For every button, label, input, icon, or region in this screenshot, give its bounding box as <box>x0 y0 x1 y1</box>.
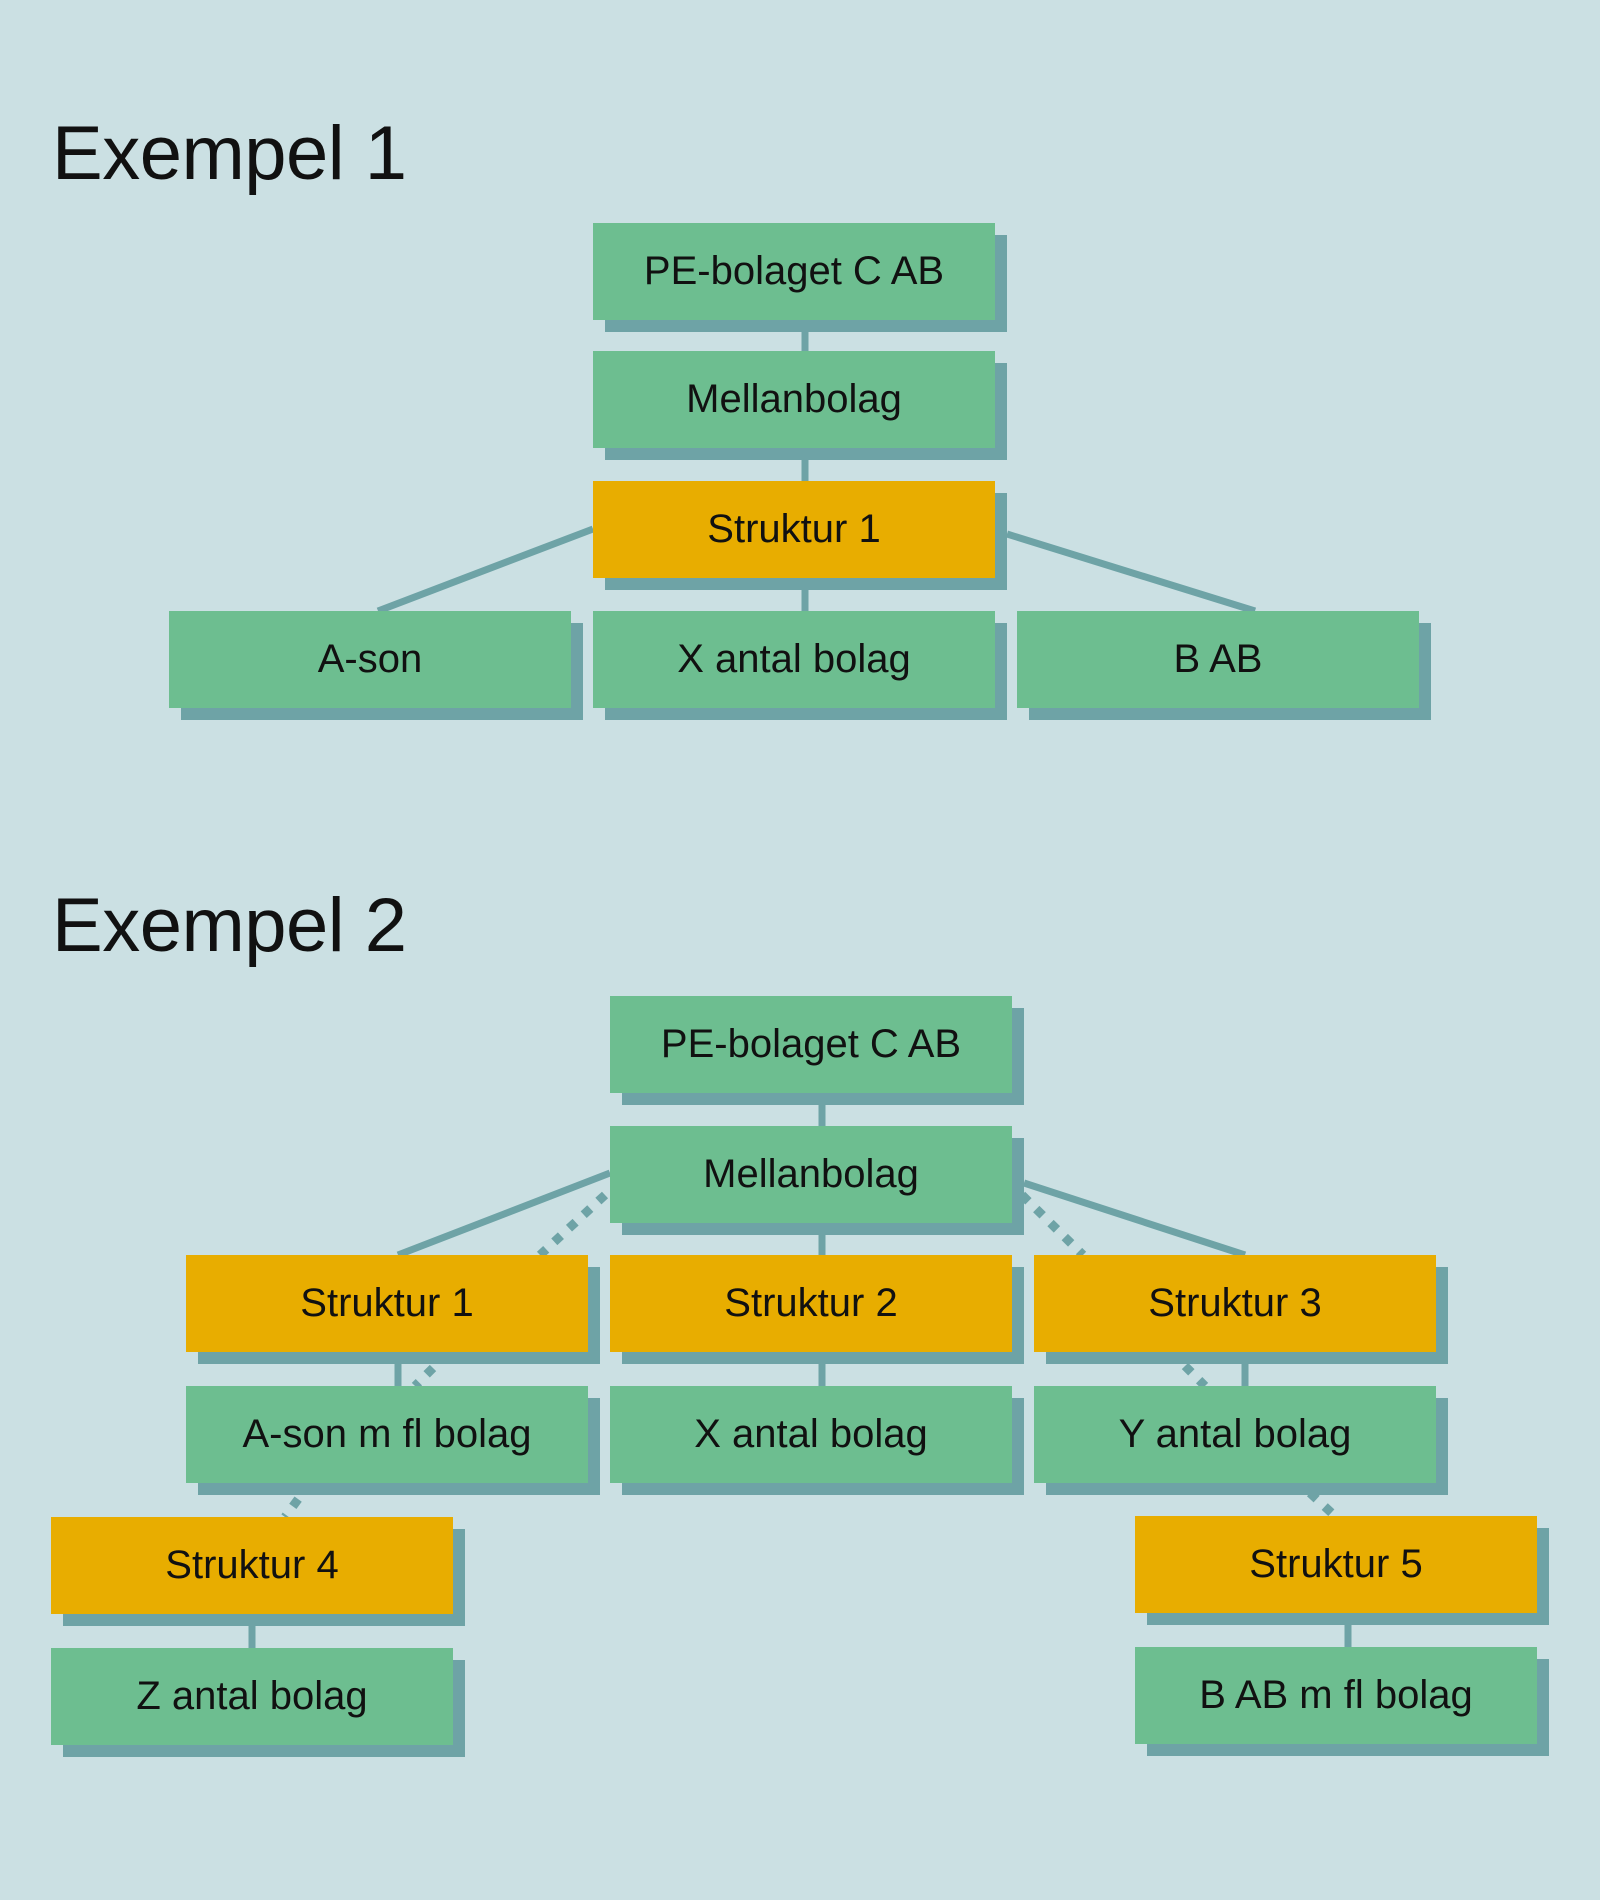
e2-dotted-mellan-to-yantal <box>1018 1191 1087 1259</box>
e2-node-structure4: Struktur 4 <box>51 1517 453 1614</box>
e2-line-mellan-to-struktur3 <box>1022 1179 1247 1259</box>
e2-node-structure1: Struktur 1 <box>186 1255 588 1352</box>
e1-node-intermediate: Mellanbolag <box>593 351 995 448</box>
e2-dotted-yantal-to-struktur5 <box>1306 1489 1339 1520</box>
example1-title: Exempel 1 <box>52 111 407 196</box>
e2-node-a-son-group: A-son m fl bolag <box>186 1386 588 1483</box>
e1-line-struktur1-to-ason <box>376 525 595 615</box>
example2-title: Exempel 2 <box>52 883 407 968</box>
e2-node-structure5: Struktur 5 <box>1135 1516 1537 1613</box>
e2-dotted-ason-continued <box>411 1364 437 1390</box>
e2-node-x-companies: X antal bolag <box>610 1386 1012 1483</box>
e2-node-y-companies: Y antal bolag <box>1034 1386 1436 1483</box>
e2-node-b-ab-group: B AB m fl bolag <box>1135 1647 1537 1744</box>
e2-dotted-mellan-to-ason <box>536 1191 609 1259</box>
e2-dotted-ason-to-struktur4 <box>281 1480 314 1520</box>
e1-node-structure1: Struktur 1 <box>593 481 995 578</box>
e1-node-a-son: A-son <box>169 611 571 708</box>
e2-node-structure3: Struktur 3 <box>1034 1255 1436 1352</box>
e2-line-mellan-to-struktur1 <box>396 1169 612 1259</box>
e1-line-struktur1-to-bab <box>1005 530 1257 615</box>
e1-node-pe-company: PE-bolaget C AB <box>593 223 995 320</box>
e1-node-b-ab: B AB <box>1017 611 1419 708</box>
e2-node-pe-company: PE-bolaget C AB <box>610 996 1012 1093</box>
e2-node-intermediate: Mellanbolag <box>610 1126 1012 1223</box>
e2-dotted-yantal-continued <box>1181 1362 1209 1390</box>
e2-node-z-companies: Z antal bolag <box>51 1648 453 1745</box>
e1-node-x-companies: X antal bolag <box>593 611 995 708</box>
e2-node-structure2: Struktur 2 <box>610 1255 1012 1352</box>
